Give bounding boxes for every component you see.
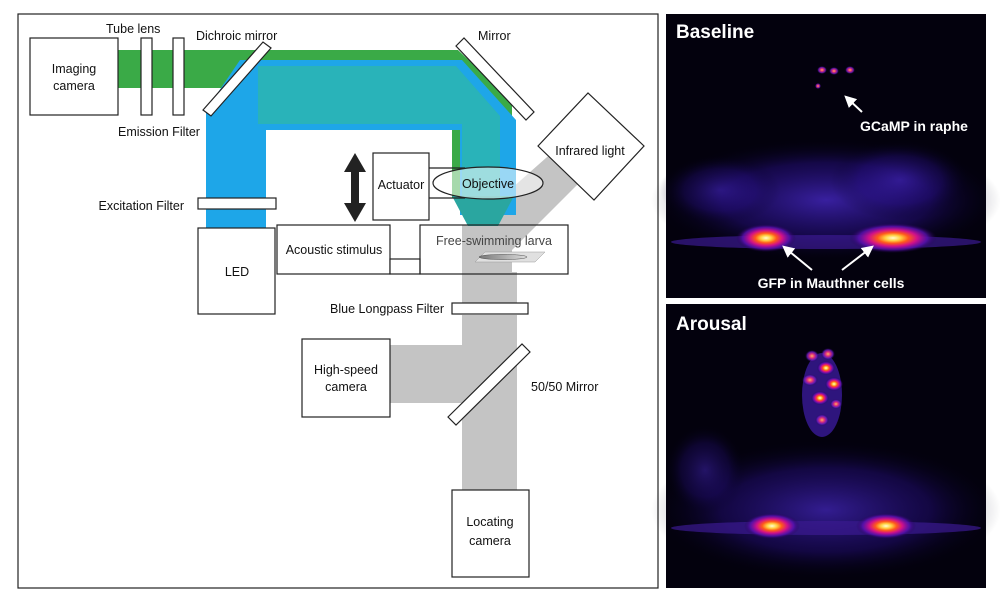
- baseline-raphe-dot: [817, 66, 827, 74]
- actuator-motion-arrow: [344, 153, 366, 222]
- led-box: [197, 227, 276, 315]
- label-infrared-light: Infrared light: [555, 144, 625, 158]
- larva-chamber: [419, 224, 569, 275]
- gray-beam-upper: [462, 272, 517, 308]
- blue-longpass-filter: [451, 302, 529, 315]
- label-free-swimming-larva: Free-swimming larva: [436, 234, 552, 248]
- label-high-speed-camera-1: High-speed: [314, 363, 378, 377]
- label-blue-longpass-filter: Blue Longpass Filter: [330, 302, 444, 316]
- label-dichroic-mirror: Dichroic mirror: [196, 29, 277, 43]
- label-objective: Objective: [462, 177, 514, 191]
- label-5050-mirror: 50/50 Mirror: [531, 380, 598, 394]
- raphe-arrow: [844, 95, 863, 113]
- label-imaging-camera-1: Imaging: [52, 62, 97, 76]
- label-excitation-filter: Excitation Filter: [99, 199, 184, 213]
- acoustic-speaker: [389, 258, 421, 275]
- label-locating-camera-1: Locating: [466, 515, 513, 529]
- actuator-box: [372, 152, 430, 221]
- high-speed-camera: [301, 338, 391, 418]
- label-mirror: Mirror: [478, 29, 511, 43]
- baseline-title: Baseline: [676, 22, 754, 43]
- label-high-speed-camera-2: camera: [325, 380, 367, 394]
- arousal-title: Arousal: [676, 314, 747, 335]
- arousal-mauthner-left: [744, 513, 800, 539]
- mirror: [455, 37, 535, 121]
- label-emission-filter: Emission Filter: [118, 125, 200, 139]
- arousal-panel: [651, 304, 1000, 588]
- gray-beam-to-highspeed: [388, 345, 466, 403]
- baseline-mauthner-left: [736, 224, 796, 252]
- label-tube-lens: Tube lens: [106, 22, 160, 36]
- acoustic-stimulus-box: [276, 224, 391, 275]
- infrared-light-box: [537, 92, 645, 201]
- mauthner-arrow-left: [782, 245, 813, 271]
- mauthner-arrow-right: [841, 245, 874, 271]
- imaging-camera: [29, 37, 119, 116]
- infrared-beam: [462, 150, 590, 275]
- larva-icon: [478, 254, 528, 260]
- arousal-mauthner-right: [856, 513, 916, 539]
- baseline-mauthner-right: [849, 223, 937, 253]
- label-locating-camera-2: camera: [469, 534, 511, 548]
- baseline-panel: [651, 14, 1000, 298]
- label-led: LED: [225, 265, 249, 279]
- locating-camera: [451, 489, 530, 578]
- objective-lens: [432, 166, 544, 200]
- baseline-mauthner-label: GFP in Mauthner cells: [758, 275, 905, 291]
- beam-overlap: [258, 66, 500, 215]
- label-imaging-camera-2: camera: [53, 79, 95, 93]
- label-actuator: Actuator: [378, 178, 425, 192]
- tube-lens: [140, 37, 153, 116]
- emission-filter: [172, 37, 185, 116]
- mirror-5050: [447, 343, 531, 426]
- excitation-filter: [197, 197, 277, 210]
- dichroic-mirror: [202, 41, 272, 117]
- label-acoustic-stimulus: Acoustic stimulus: [286, 243, 383, 257]
- baseline-raphe-label: GCaMP in raphe: [860, 118, 968, 134]
- objective-cone: [452, 196, 514, 226]
